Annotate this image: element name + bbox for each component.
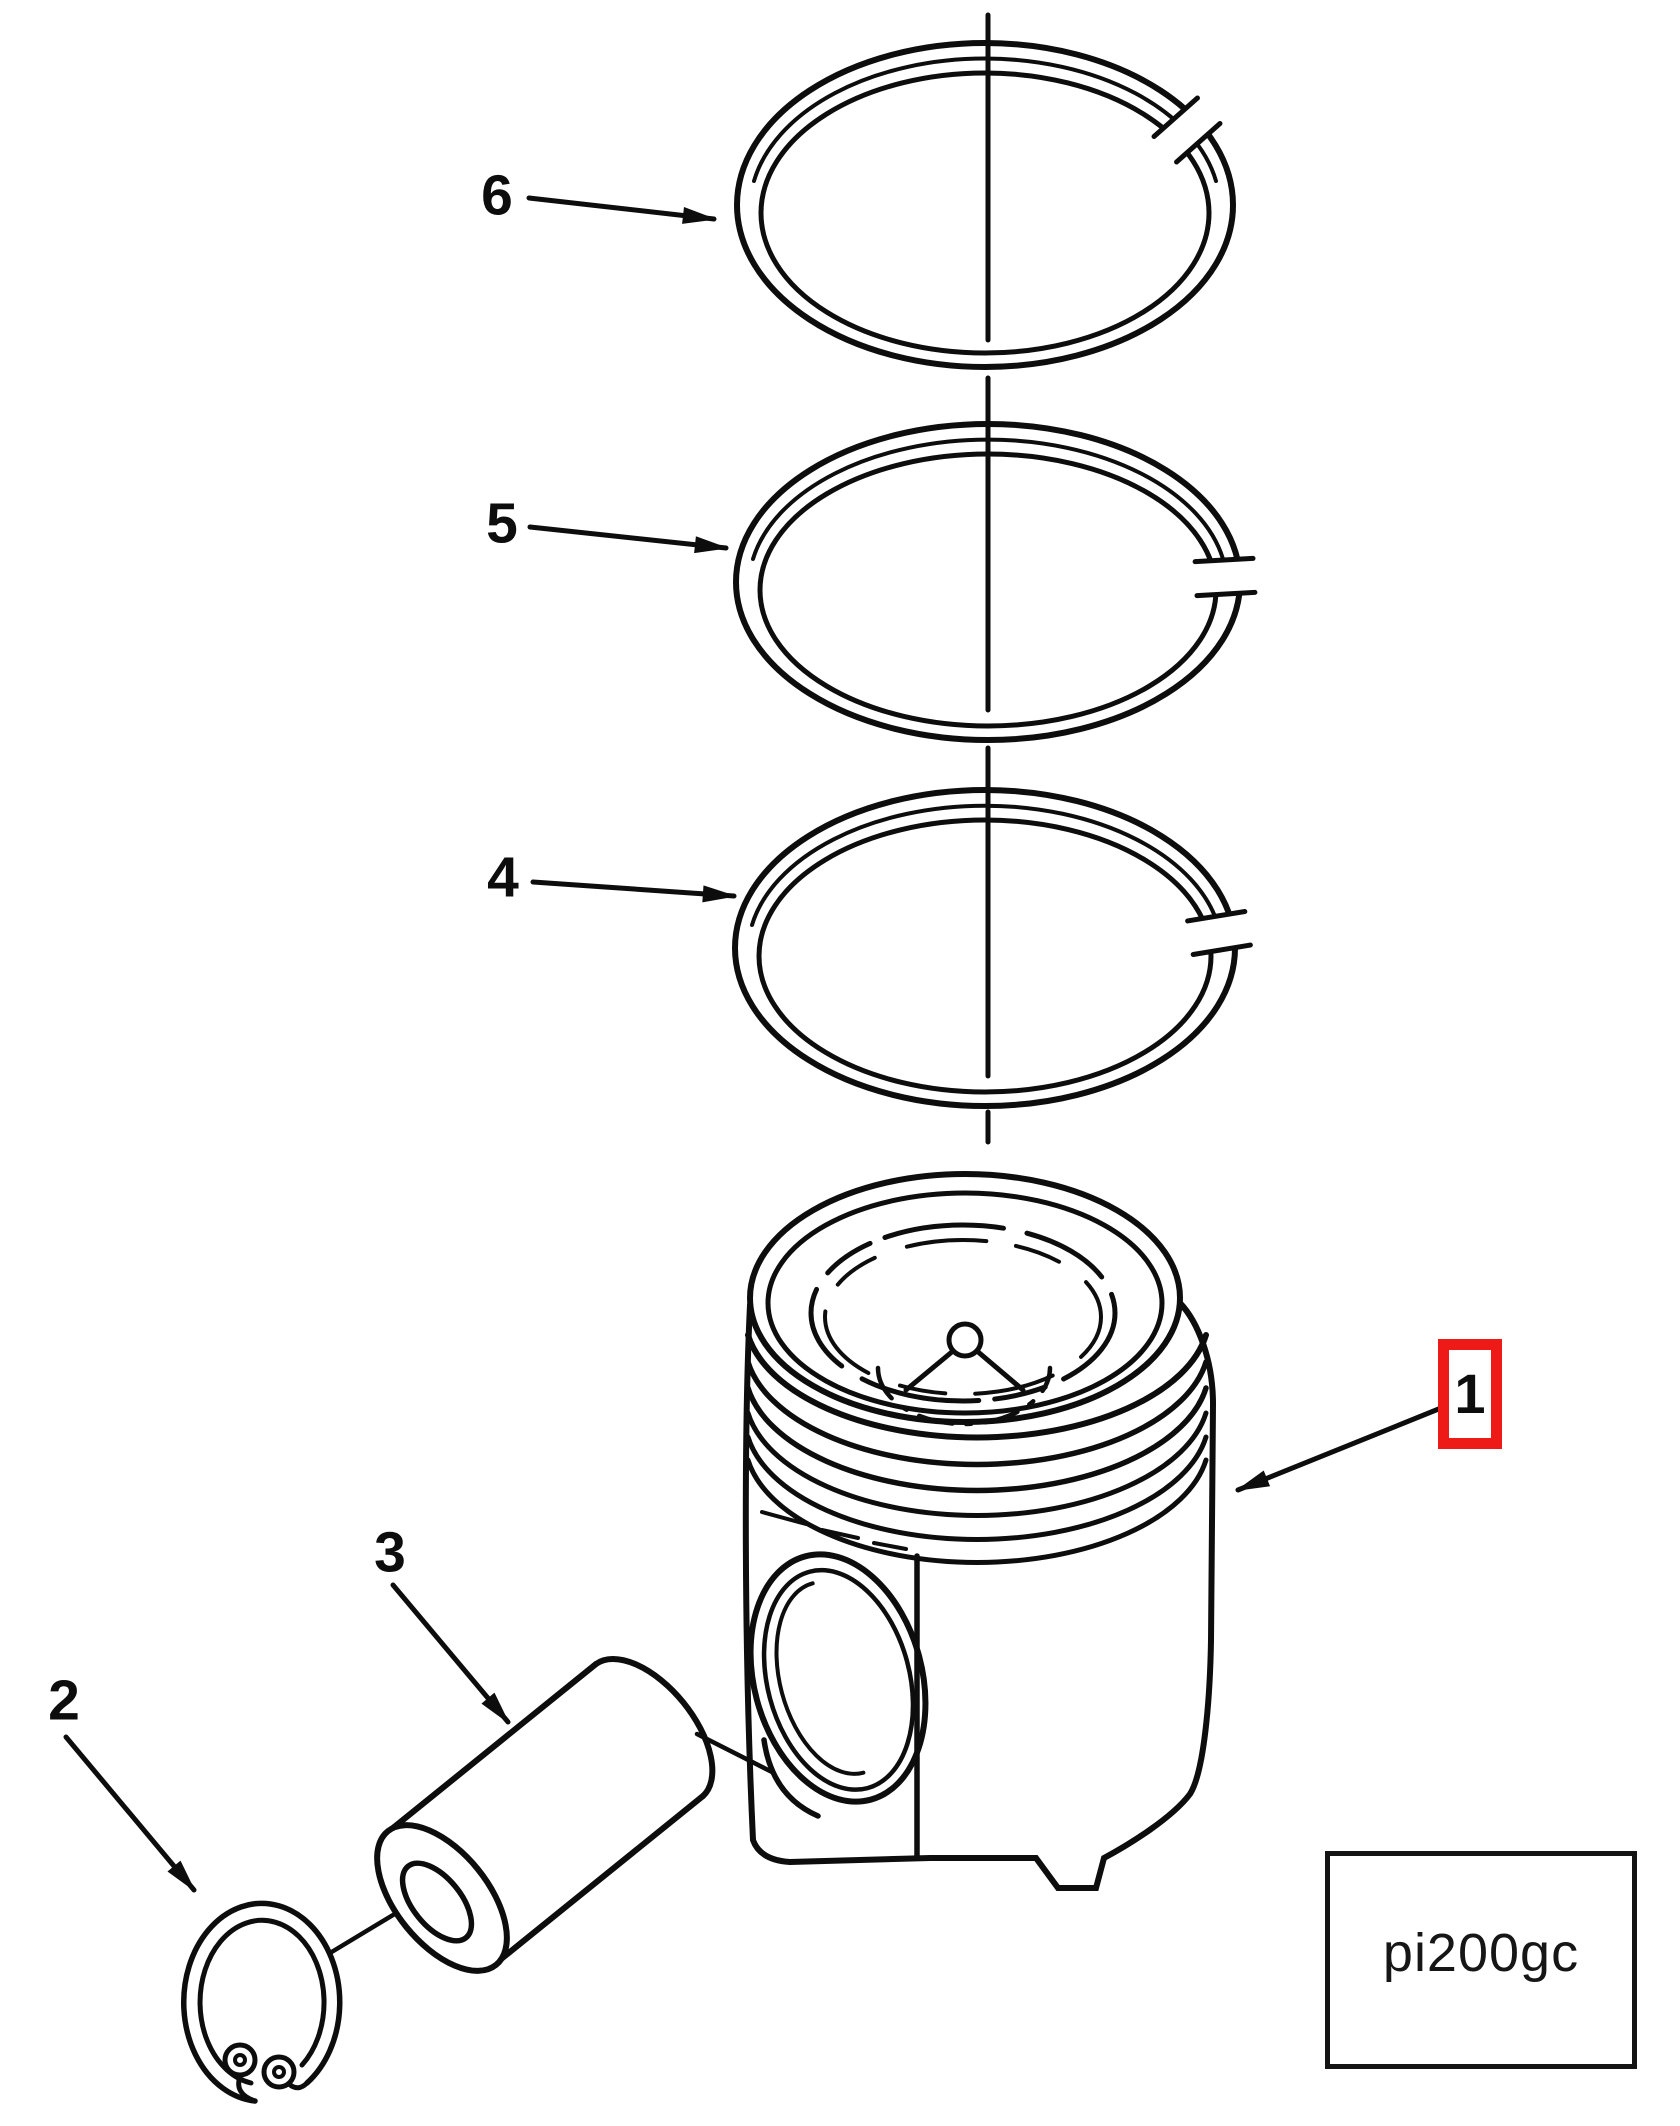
callout-label-6: 6 — [481, 163, 513, 228]
image-code-box: pi200gc — [1325, 1851, 1637, 2069]
retaining-ring — [180, 1900, 343, 2104]
callout-label-3: 3 — [374, 1520, 406, 1585]
piston-ring-6 — [734, 40, 1236, 370]
arrow-1 — [1235, 1403, 1449, 1493]
image-code-text: pi200gc — [1382, 1923, 1580, 1983]
part-1-highlight-box: 1 — [1438, 1339, 1502, 1449]
piston-pin — [374, 1656, 716, 1974]
arrow-6 — [526, 195, 717, 224]
callout-label-2: 2 — [48, 1668, 80, 1733]
callout-arrows — [63, 195, 1449, 1893]
callout-label-1: 1 — [1454, 1362, 1486, 1425]
callout-label-4: 4 — [487, 845, 519, 910]
arrow-5 — [527, 524, 729, 554]
arrow-4 — [530, 879, 737, 903]
arrow-3 — [390, 1582, 511, 1725]
piston — [742, 1171, 1217, 1891]
callout-label-5: 5 — [486, 491, 518, 556]
piston-ring-4 — [732, 787, 1253, 1109]
arrow-2 — [63, 1734, 197, 1893]
piston-ring-5 — [733, 421, 1258, 743]
